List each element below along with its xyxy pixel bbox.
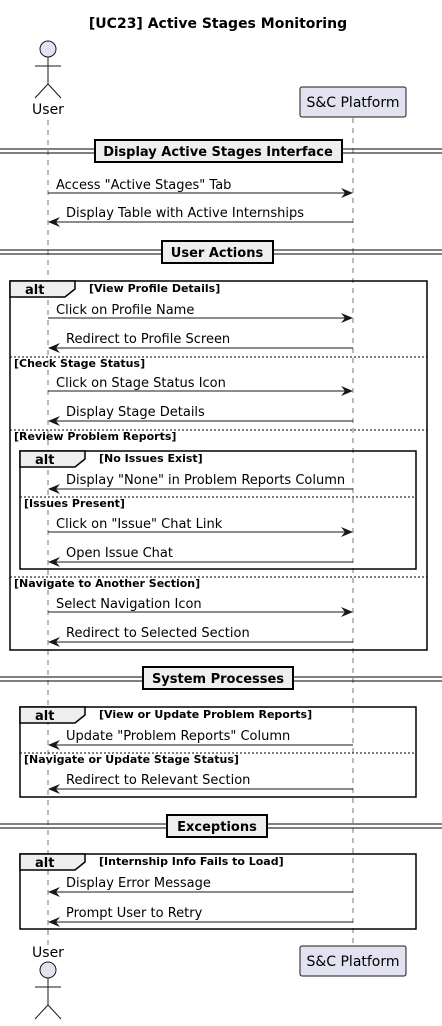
platform-label-top: S&C Platform bbox=[306, 95, 399, 111]
message-6: Display "None" in Problem Reports Column bbox=[48, 473, 353, 494]
section-label: System Processes bbox=[152, 672, 284, 687]
message-label: Select Navigation Icon bbox=[56, 597, 202, 612]
message-label: Access "Active Stages" Tab bbox=[56, 178, 231, 193]
arrowhead-icon bbox=[341, 607, 353, 617]
message-12: Redirect to Relevant Section bbox=[48, 773, 353, 794]
user-actor-label-top: User bbox=[32, 102, 64, 118]
else-guard: [Review Problem Reports] bbox=[14, 430, 176, 443]
message-label: Redirect to Profile Screen bbox=[66, 332, 230, 347]
frame-guard: [Internship Info Fails to Load] bbox=[99, 855, 284, 868]
message-2: Click on Profile Name bbox=[48, 303, 353, 323]
user-actor-label-bottom: User bbox=[32, 945, 64, 961]
arrowhead-icon bbox=[48, 740, 60, 750]
message-1: Display Table with Active Internships bbox=[48, 206, 353, 227]
arrowhead-icon bbox=[48, 416, 60, 426]
arrowhead-icon bbox=[341, 527, 353, 537]
else-guard: [Issues Present] bbox=[24, 497, 125, 510]
message-13: Display Error Message bbox=[48, 876, 353, 897]
message-4: Click on Stage Status Icon bbox=[48, 376, 353, 396]
section-divider-exceptions: Exceptions bbox=[0, 814, 442, 838]
arrowhead-icon bbox=[48, 217, 60, 227]
section-label: Display Active Stages Interface bbox=[103, 145, 333, 160]
message-9: Select Navigation Icon bbox=[48, 597, 353, 617]
frame-operator: alt bbox=[35, 453, 54, 468]
frame-operator: alt bbox=[35, 709, 54, 724]
alt-frame-problem-reports: alt [No Issues Exist] [Issues Present] bbox=[19, 450, 417, 570]
user-actor-top: User bbox=[32, 40, 64, 118]
frame-operator: alt bbox=[35, 856, 54, 871]
message-label: Display Error Message bbox=[66, 876, 211, 891]
arrowhead-icon bbox=[48, 887, 60, 897]
else-guard: [Check Stage Status] bbox=[14, 357, 145, 370]
section-label: Exceptions bbox=[177, 820, 257, 835]
platform-label-bottom: S&C Platform bbox=[306, 954, 399, 970]
message-label: Open Issue Chat bbox=[66, 546, 173, 561]
actor-head-icon bbox=[39, 961, 57, 979]
section-divider-system-processes: System Processes bbox=[0, 666, 442, 690]
platform-participant-bottom: S&C Platform bbox=[299, 945, 407, 977]
message-5: Display Stage Details bbox=[48, 405, 353, 426]
message-14: Prompt User to Retry bbox=[48, 906, 353, 927]
arrowhead-icon bbox=[341, 313, 353, 323]
message-8: Open Issue Chat bbox=[48, 546, 353, 567]
message-label: Click on Stage Status Icon bbox=[56, 376, 226, 391]
arrowhead-icon bbox=[48, 557, 60, 567]
frame-operator: alt bbox=[25, 283, 44, 298]
section-label: User Actions bbox=[171, 246, 264, 261]
alt-frame-system-processes: alt [View or Update Problem Reports] [Na… bbox=[19, 706, 417, 798]
arrowhead-icon bbox=[48, 917, 60, 927]
message-label: Display Table with Active Internships bbox=[66, 206, 304, 221]
arrowhead-icon bbox=[341, 188, 353, 198]
alt-frame-user-actions: alt [View Profile Details] [Check Stage … bbox=[9, 280, 428, 651]
arrowhead-icon bbox=[48, 637, 60, 647]
section-divider-display: Display Active Stages Interface bbox=[0, 139, 442, 163]
arrowhead-icon bbox=[48, 484, 60, 494]
else-guard: [Navigate to Another Section] bbox=[14, 577, 200, 590]
platform-participant-top: S&C Platform bbox=[299, 86, 407, 118]
frame-guard: [View Profile Details] bbox=[89, 282, 220, 295]
message-label: Prompt User to Retry bbox=[66, 906, 203, 921]
actor-head-icon bbox=[39, 40, 57, 58]
user-actor-bottom: User bbox=[32, 945, 64, 1020]
message-10: Redirect to Selected Section bbox=[48, 626, 353, 647]
message-label: Click on "Issue" Chat Link bbox=[56, 517, 223, 532]
diagram-title: [UC23] Active Stages Monitoring bbox=[89, 16, 347, 32]
message-0: Access "Active Stages" Tab bbox=[48, 178, 353, 198]
arrowhead-icon bbox=[48, 343, 60, 353]
section-divider-user-actions: User Actions bbox=[0, 240, 442, 264]
message-3: Redirect to Profile Screen bbox=[48, 332, 353, 353]
frame-guard: [No Issues Exist] bbox=[99, 452, 203, 465]
message-label: Display "None" in Problem Reports Column bbox=[66, 473, 345, 488]
message-label: Redirect to Selected Section bbox=[66, 626, 250, 641]
arrowhead-icon bbox=[48, 784, 60, 794]
message-label: Redirect to Relevant Section bbox=[66, 773, 250, 788]
arrowhead-icon bbox=[341, 386, 353, 396]
message-label: Update "Problem Reports" Column bbox=[66, 729, 290, 744]
message-label: Display Stage Details bbox=[66, 405, 205, 420]
message-11: Update "Problem Reports" Column bbox=[48, 729, 353, 750]
message-label: Click on Profile Name bbox=[56, 303, 194, 318]
else-guard: [Navigate or Update Stage Status] bbox=[24, 753, 239, 766]
alt-frame-exceptions: alt [Internship Info Fails to Load] bbox=[19, 853, 417, 930]
frame-guard: [View or Update Problem Reports] bbox=[99, 708, 312, 721]
message-7: Click on "Issue" Chat Link bbox=[48, 517, 353, 537]
